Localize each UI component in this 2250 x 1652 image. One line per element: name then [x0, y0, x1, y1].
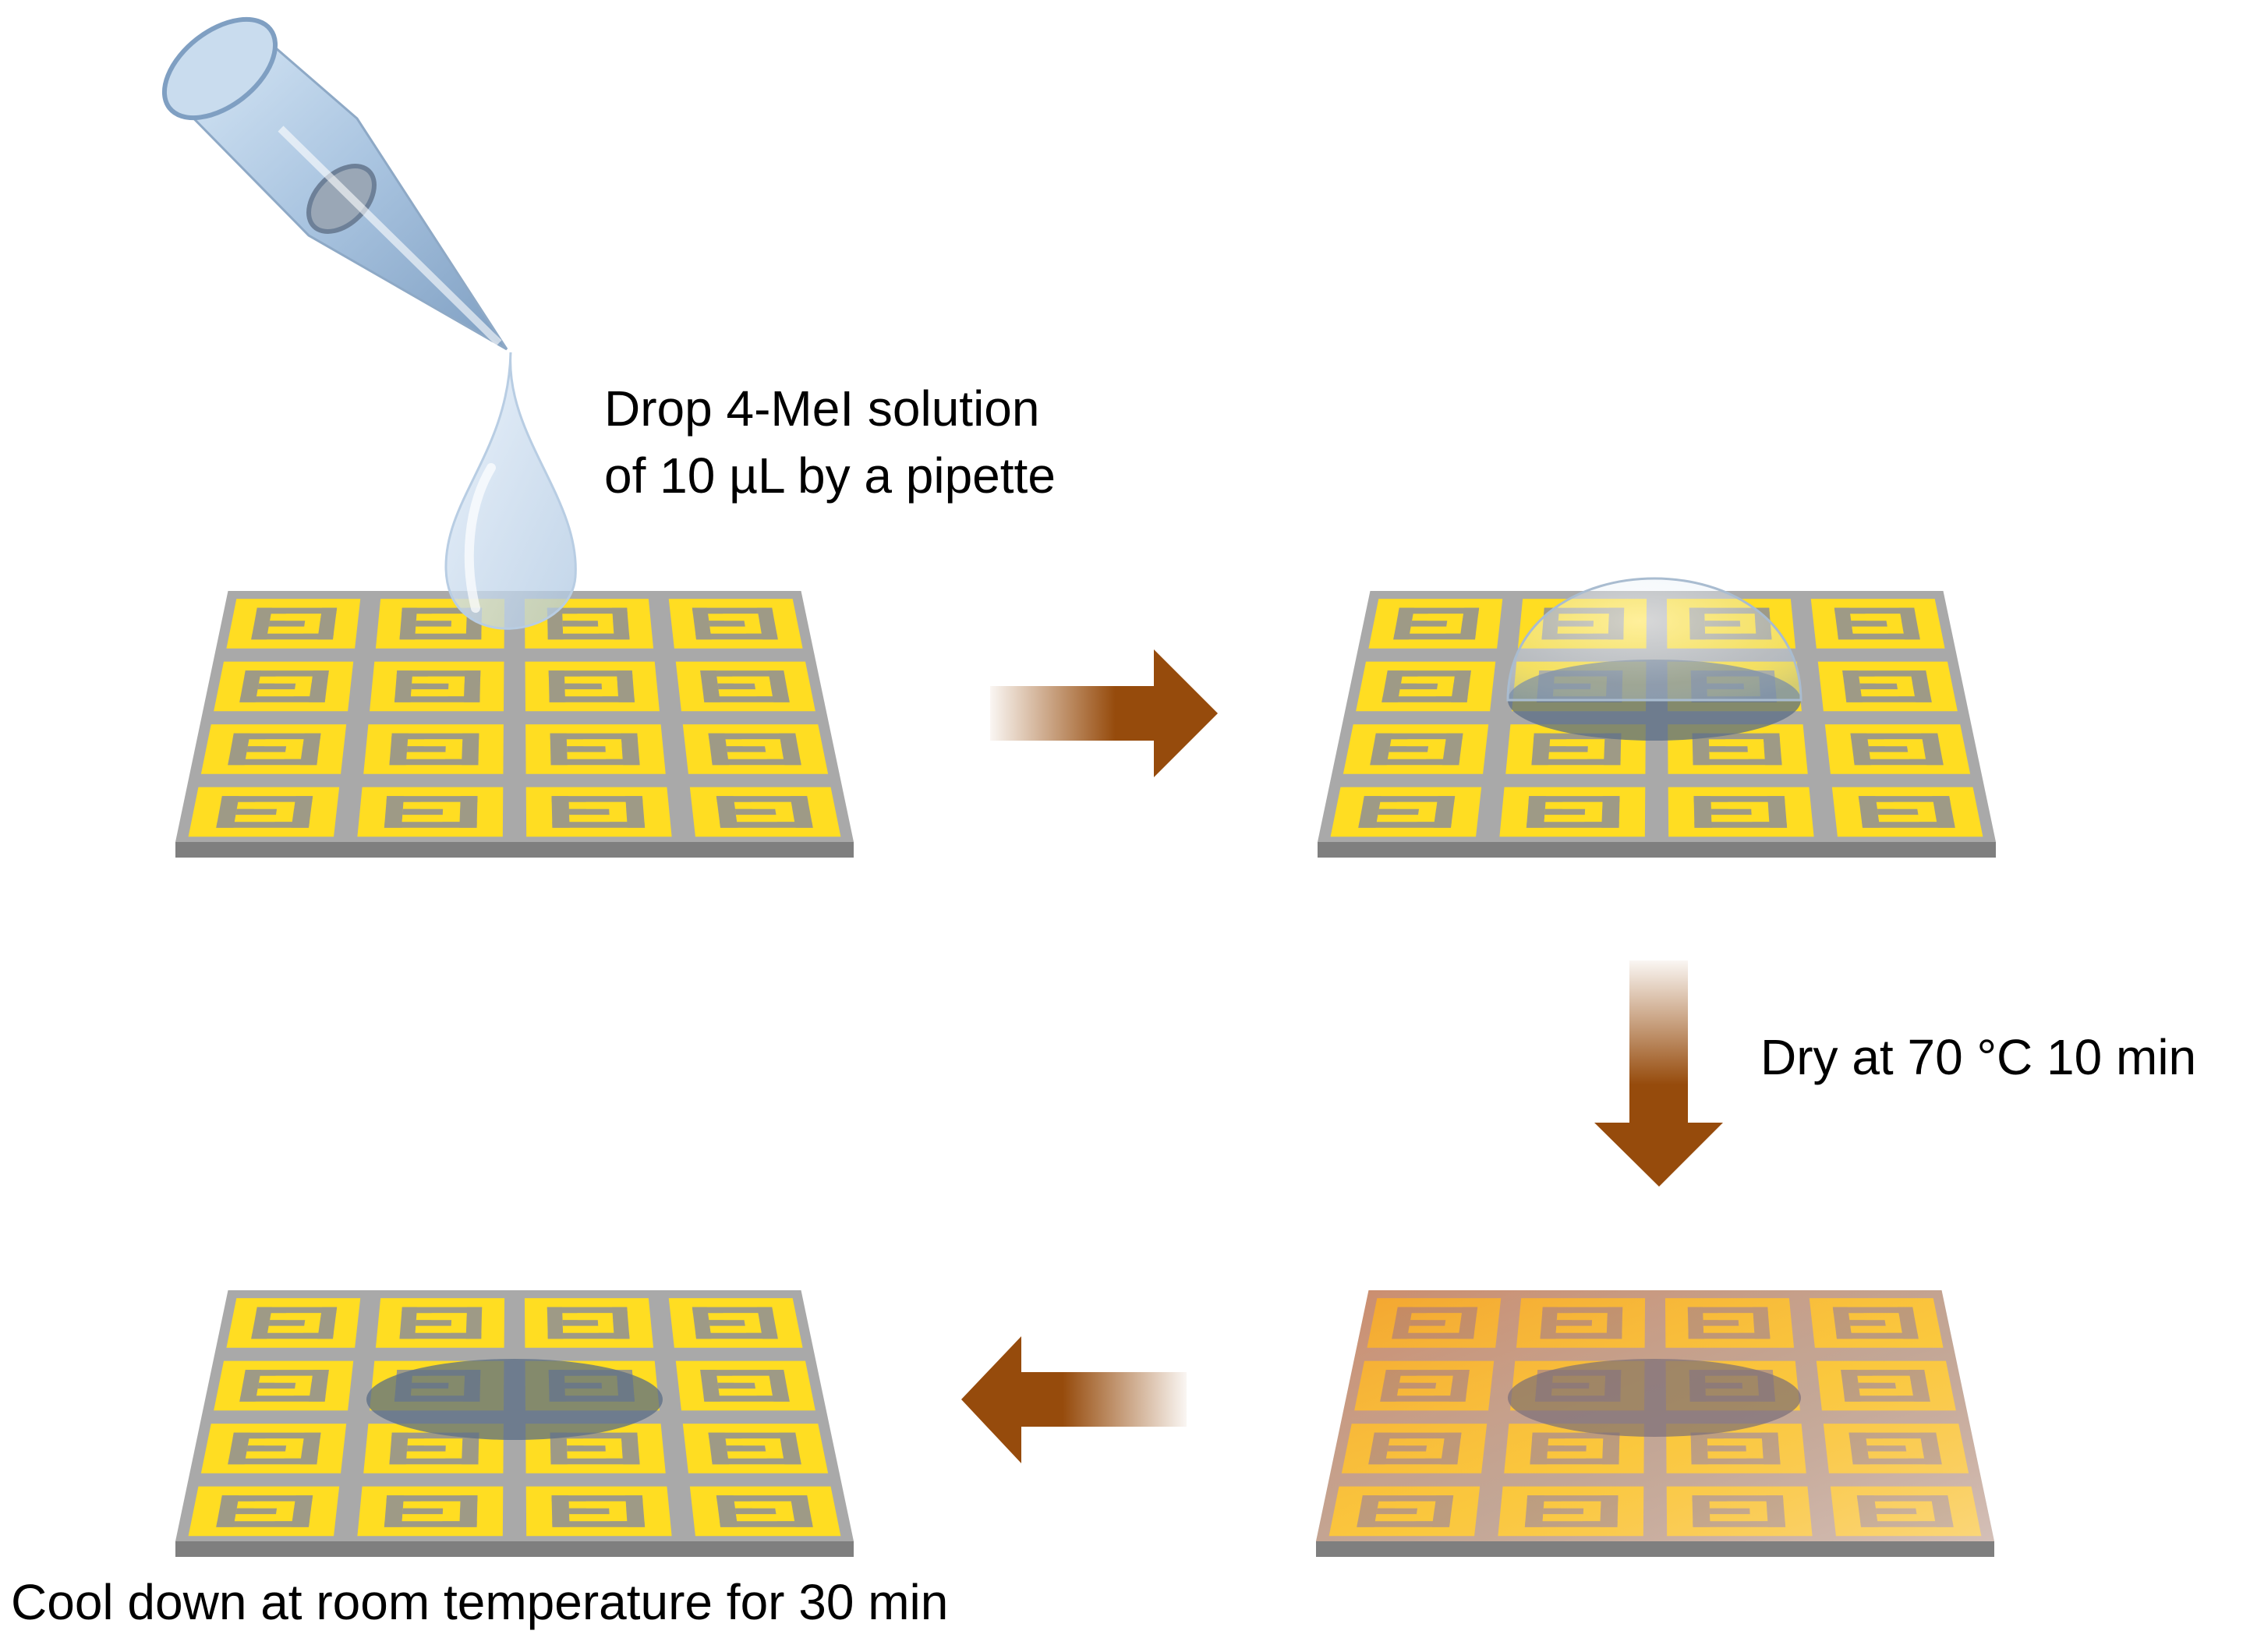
sensor-array-with-droplet [1318, 577, 1996, 858]
electrode-cell [226, 1298, 361, 1348]
arrow-right-icon [990, 649, 1218, 777]
electrode-cell [188, 787, 340, 837]
electrode-cell [675, 661, 815, 712]
electrode-cell [682, 724, 829, 774]
electrode-cell [357, 1486, 504, 1537]
droplet-dome [1506, 577, 1802, 702]
electrode-cell [1368, 599, 1503, 649]
electrode-cell [188, 1486, 340, 1537]
electrode-cell [525, 1486, 672, 1537]
electrode-cell [1668, 787, 1814, 837]
film-spot [366, 1359, 663, 1440]
electrode-cell [1330, 787, 1482, 837]
electrode-cell [1499, 787, 1646, 837]
electrode-cell [1831, 787, 1983, 837]
pipette-icon [161, 16, 508, 351]
electrode-cell [200, 1424, 347, 1473]
electrode-cell [525, 661, 660, 712]
electrode-cell [682, 1424, 829, 1473]
electrode-cell [370, 661, 504, 712]
electrode-cell [214, 661, 354, 712]
electrode-cell [524, 1298, 654, 1348]
electrode-cell [689, 1486, 841, 1537]
electrode-cell [1810, 599, 1945, 649]
substrate-edge [175, 842, 854, 858]
sensor-array-heated [1316, 1290, 1994, 1557]
electrode-cell [357, 787, 504, 837]
substrate-edge [1316, 1541, 1994, 1557]
electrode-cell [1356, 661, 1496, 712]
electrode-cell [1824, 724, 1971, 774]
step-drop-label: Drop 4-MeI solution of 10 µL by a pipett… [604, 375, 1056, 509]
arrow-left-icon [961, 1336, 1187, 1463]
electrode-cell [200, 724, 347, 774]
electrode-cell [1817, 661, 1958, 712]
electrode-cell [525, 724, 666, 774]
film-spot [1508, 1359, 1801, 1437]
substrate-edge [1318, 842, 1996, 858]
electrode-cell [375, 1298, 505, 1348]
electrode-cell [226, 599, 361, 649]
electrode-cell [214, 1360, 354, 1411]
step-dry-label: Dry at 70 °C 10 min [1760, 1029, 2197, 1085]
sensor-array-coated [175, 1290, 854, 1557]
droplet-icon [444, 352, 577, 630]
electrode-cell [689, 787, 841, 837]
substrate-surface [175, 591, 854, 842]
electrode-cell [363, 724, 504, 774]
step-cool-label: Cool down at room temperature for 30 min [11, 1574, 949, 1630]
step-drop-line1: Drop 4-MeI solution [604, 380, 1040, 437]
arrow-down-icon [1594, 960, 1723, 1187]
substrate-edge [175, 1541, 854, 1557]
electrode-cell [1343, 724, 1489, 774]
sensor-array-bare [175, 591, 854, 858]
electrode-cell [525, 787, 672, 837]
step-drop-line2: of 10 µL by a pipette [604, 447, 1056, 504]
electrode-cell [668, 1298, 803, 1348]
electrode-cell [675, 1360, 815, 1411]
electrode-cell [668, 599, 803, 649]
